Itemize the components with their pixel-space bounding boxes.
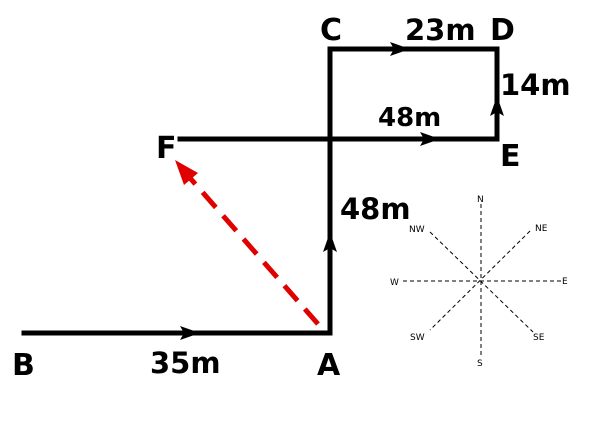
label-point-f: F	[156, 131, 177, 166]
path-segments	[21, 46, 500, 336]
compass-s: S	[477, 359, 483, 369]
compass-n: N	[477, 195, 484, 205]
label-point-a: A	[317, 348, 341, 383]
label-point-d: D	[490, 13, 515, 48]
compass-se: SE	[533, 333, 545, 343]
label-point-b: B	[12, 348, 35, 383]
compass-nw-se-axis	[429, 231, 534, 333]
length-c-d: 23m	[405, 13, 476, 47]
compass-w: W	[390, 278, 399, 288]
resultant-vector	[175, 160, 320, 326]
compass-ne-sw-axis	[429, 230, 531, 331]
label-point-c: C	[320, 13, 342, 48]
compass-e: E	[562, 277, 568, 287]
length-d-e: 14m	[500, 68, 571, 102]
label-point-e: E	[500, 139, 521, 174]
resultant-arrowhead	[175, 160, 198, 185]
compass-nw: NW	[409, 225, 425, 235]
point-labels: B A C D E F	[12, 13, 521, 383]
compass-rose: N S E W NE NW SE SW	[390, 195, 568, 369]
arrowhead-a-c	[323, 232, 337, 252]
arrowhead-b-a	[180, 326, 200, 340]
resultant-line	[188, 176, 320, 326]
length-b-a: 35m	[150, 346, 221, 380]
arrowhead-e-d	[490, 96, 504, 116]
arrowhead-f-e	[420, 132, 440, 146]
length-labels: 35m 48m 23m 14m 48m	[150, 13, 571, 380]
arrowheads	[180, 42, 504, 340]
length-a-c: 48m	[340, 192, 411, 226]
compass-ne: NE	[535, 224, 548, 234]
length-f-e: 48m	[378, 103, 441, 133]
compass-sw: SW	[410, 333, 425, 343]
arrowhead-c-d	[390, 42, 410, 56]
